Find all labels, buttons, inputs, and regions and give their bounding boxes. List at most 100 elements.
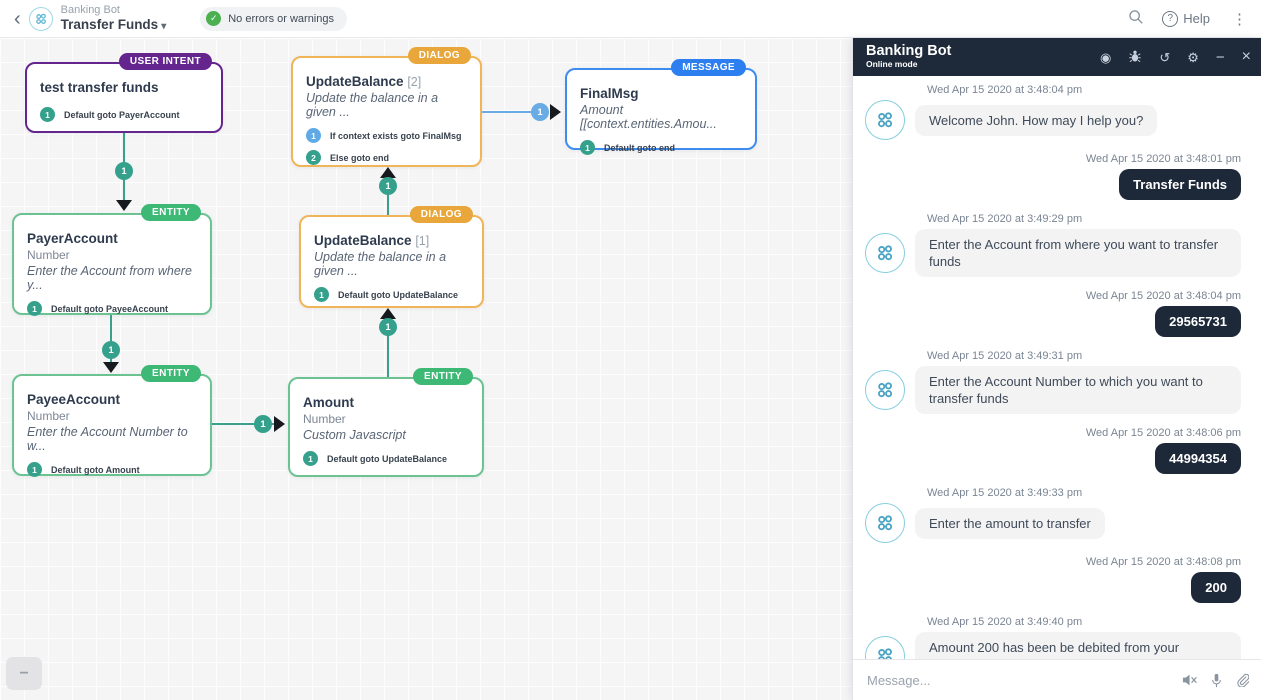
minimize-icon[interactable]: − xyxy=(1215,48,1225,66)
node-title: PayeeAccount xyxy=(27,392,121,407)
node-instance-suffix: [1] xyxy=(415,234,430,248)
connector-line xyxy=(110,315,112,362)
search-icon[interactable] xyxy=(1127,8,1144,30)
kebab-menu-icon[interactable]: ⋮ xyxy=(1232,10,1247,28)
node-type-badge: DIALOG xyxy=(409,206,473,223)
record-icon[interactable]: ◉ xyxy=(1099,49,1112,65)
flow-node-test-transfer-funds[interactable]: USER INTENT test transfer funds 1 Defaul… xyxy=(25,53,223,133)
check-icon: ✓ xyxy=(206,11,222,26)
flow-node-updatebalance-2[interactable]: DIALOG UpdateBalance [2] Update the bala… xyxy=(291,47,482,167)
node-instance-suffix: [2] xyxy=(407,75,422,89)
zoom-out-button[interactable]: − xyxy=(6,657,42,690)
connector-badge: 1 xyxy=(531,103,549,121)
user-message: Wed Apr 15 2020 at 3:48:08 pm 200 xyxy=(853,556,1261,603)
bot-avatar-icon xyxy=(28,6,53,31)
node-type-badge: MESSAGE xyxy=(671,59,746,76)
connector-badge: 1 xyxy=(115,162,133,180)
message-bubble: Enter the amount to transfer xyxy=(915,507,1105,539)
message-timestamp: Wed Apr 15 2020 at 3:49:31 pm xyxy=(927,350,1083,362)
message-timestamp: Wed Apr 15 2020 at 3:48:01 pm xyxy=(1085,153,1241,165)
message-timestamp: Wed Apr 15 2020 at 3:48:04 pm xyxy=(927,84,1083,96)
node-transition: 1 Default goto Amount xyxy=(27,462,198,477)
connector-arrow-icon xyxy=(274,416,285,432)
mute-speaker-icon[interactable] xyxy=(1182,673,1198,687)
node-transition: 1 Default goto UpdateBalance xyxy=(314,287,470,302)
node-subtitle: Number xyxy=(27,248,70,262)
flow-node-finalmsg[interactable]: MESSAGE FinalMsg Amount [[context.entiti… xyxy=(565,59,757,155)
message-bubble: 200 xyxy=(1191,572,1241,603)
node-subtitle: Number xyxy=(27,409,70,423)
bot-avatar-icon xyxy=(865,233,905,273)
transition-number: 1 xyxy=(40,107,55,122)
bot-message: Wed Apr 15 2020 at 3:49:33 pm Enter the … xyxy=(853,487,1261,543)
transition-label: Default goto Amount xyxy=(51,464,140,475)
message-bubble: 44994354 xyxy=(1155,443,1241,474)
close-icon[interactable]: × xyxy=(1241,48,1251,65)
message-input[interactable] xyxy=(867,672,1169,688)
transition-label: Default goto UpdateBalance xyxy=(327,453,448,464)
message-bubble: Transfer Funds xyxy=(1119,169,1241,200)
help-button[interactable]: ? Help xyxy=(1162,10,1210,27)
chat-message-list[interactable]: Wed Apr 15 2020 at 3:48:04 pm Welcome Jo… xyxy=(853,76,1261,659)
transition-number: 1 xyxy=(314,287,329,302)
chat-input-bar xyxy=(853,659,1261,700)
node-transition: 1 Default goto end xyxy=(580,140,743,155)
task-selector[interactable]: Transfer Funds▾ xyxy=(60,17,167,33)
settings-gear-icon[interactable]: ⚙ xyxy=(1187,49,1199,65)
bot-task-titles: Banking Bot Transfer Funds▾ xyxy=(61,4,167,32)
transition-label: Default goto PayeeAccount xyxy=(51,303,169,314)
transition-label: If context exists goto FinalMsg xyxy=(330,130,462,141)
node-transition: 1 Default goto UpdateBalance xyxy=(303,451,470,466)
node-transition: 1 Default goto PayerAccount xyxy=(40,107,209,122)
chat-header-actions: ◉ ↺ ⚙ − × xyxy=(1100,49,1251,65)
user-message: Wed Apr 15 2020 at 3:48:04 pm 29565731 xyxy=(853,290,1261,337)
node-type-badge: DIALOG xyxy=(407,47,471,64)
transition-label: Default goto end xyxy=(604,142,675,153)
message-bubble: Enter the Account Number to which you wa… xyxy=(915,366,1241,414)
flow-node-payeraccount[interactable]: ENTITY PayerAccount Number Enter the Acc… xyxy=(12,204,212,316)
microphone-icon[interactable] xyxy=(1211,673,1222,688)
message-bubble: 29565731 xyxy=(1155,306,1241,337)
message-timestamp: Wed Apr 15 2020 at 3:48:06 pm xyxy=(1085,427,1241,439)
node-description: Enter the Account Number to w... xyxy=(27,425,188,453)
connector-badge: 1 xyxy=(379,318,397,336)
message-timestamp: Wed Apr 15 2020 at 3:49:40 pm xyxy=(927,616,1083,628)
node-description: Update the balance in a given ... xyxy=(314,250,447,278)
status-badge-label: No errors or warnings xyxy=(228,12,334,25)
bot-message: Wed Apr 15 2020 at 3:49:40 pm Amount 200… xyxy=(853,616,1261,659)
reset-refresh-icon[interactable]: ↺ xyxy=(1159,49,1171,65)
node-type-badge: ENTITY xyxy=(141,204,201,221)
flow-node-updatebalance-1[interactable]: DIALOG UpdateBalance [1] Update the bala… xyxy=(299,206,484,308)
chat-mode-label: Online mode xyxy=(866,59,918,70)
transition-number: 1 xyxy=(27,301,42,316)
connector-line xyxy=(387,319,389,377)
node-subtitle: Number xyxy=(303,412,346,426)
transition-label: Else goto end xyxy=(330,152,390,163)
bot-avatar-icon xyxy=(865,503,905,543)
flow-node-payeeaccount[interactable]: ENTITY PayeeAccount Number Enter the Acc… xyxy=(12,365,212,477)
bot-avatar-icon xyxy=(865,636,905,659)
back-chevron-icon[interactable]: ‹ xyxy=(14,7,21,30)
node-description: Update the balance in a given ... xyxy=(306,91,439,119)
transition-number: 1 xyxy=(27,462,42,477)
bot-message: Wed Apr 15 2020 at 3:49:31 pm Enter the … xyxy=(853,350,1261,414)
debug-bug-icon[interactable] xyxy=(1128,49,1142,65)
connector-arrow-icon xyxy=(380,167,396,178)
status-badge: ✓ No errors or warnings xyxy=(200,6,347,31)
message-bubble: Enter the Account from where you want to… xyxy=(915,229,1241,277)
connector-badge: 1 xyxy=(379,177,397,195)
transition-number: 1 xyxy=(306,128,321,143)
node-title: Amount xyxy=(303,395,354,410)
node-type-badge: USER INTENT xyxy=(118,53,212,70)
transition-number: 2 xyxy=(306,150,321,165)
transition-number: 1 xyxy=(580,140,595,155)
flow-node-amount[interactable]: ENTITY Amount Number Custom Javascript 1… xyxy=(288,368,484,477)
chat-bot-name: Banking Bot xyxy=(866,43,952,60)
node-title: test transfer funds xyxy=(40,80,159,95)
top-bar: ‹ Banking Bot Transfer Funds▾ ✓ No error… xyxy=(0,0,1261,38)
node-type-badge: ENTITY xyxy=(413,368,473,385)
user-message: Wed Apr 15 2020 at 3:48:06 pm 44994354 xyxy=(853,427,1261,474)
connector-arrow-icon xyxy=(103,362,119,373)
attachment-paperclip-icon[interactable] xyxy=(1235,673,1249,687)
node-title: FinalMsg xyxy=(580,86,639,101)
